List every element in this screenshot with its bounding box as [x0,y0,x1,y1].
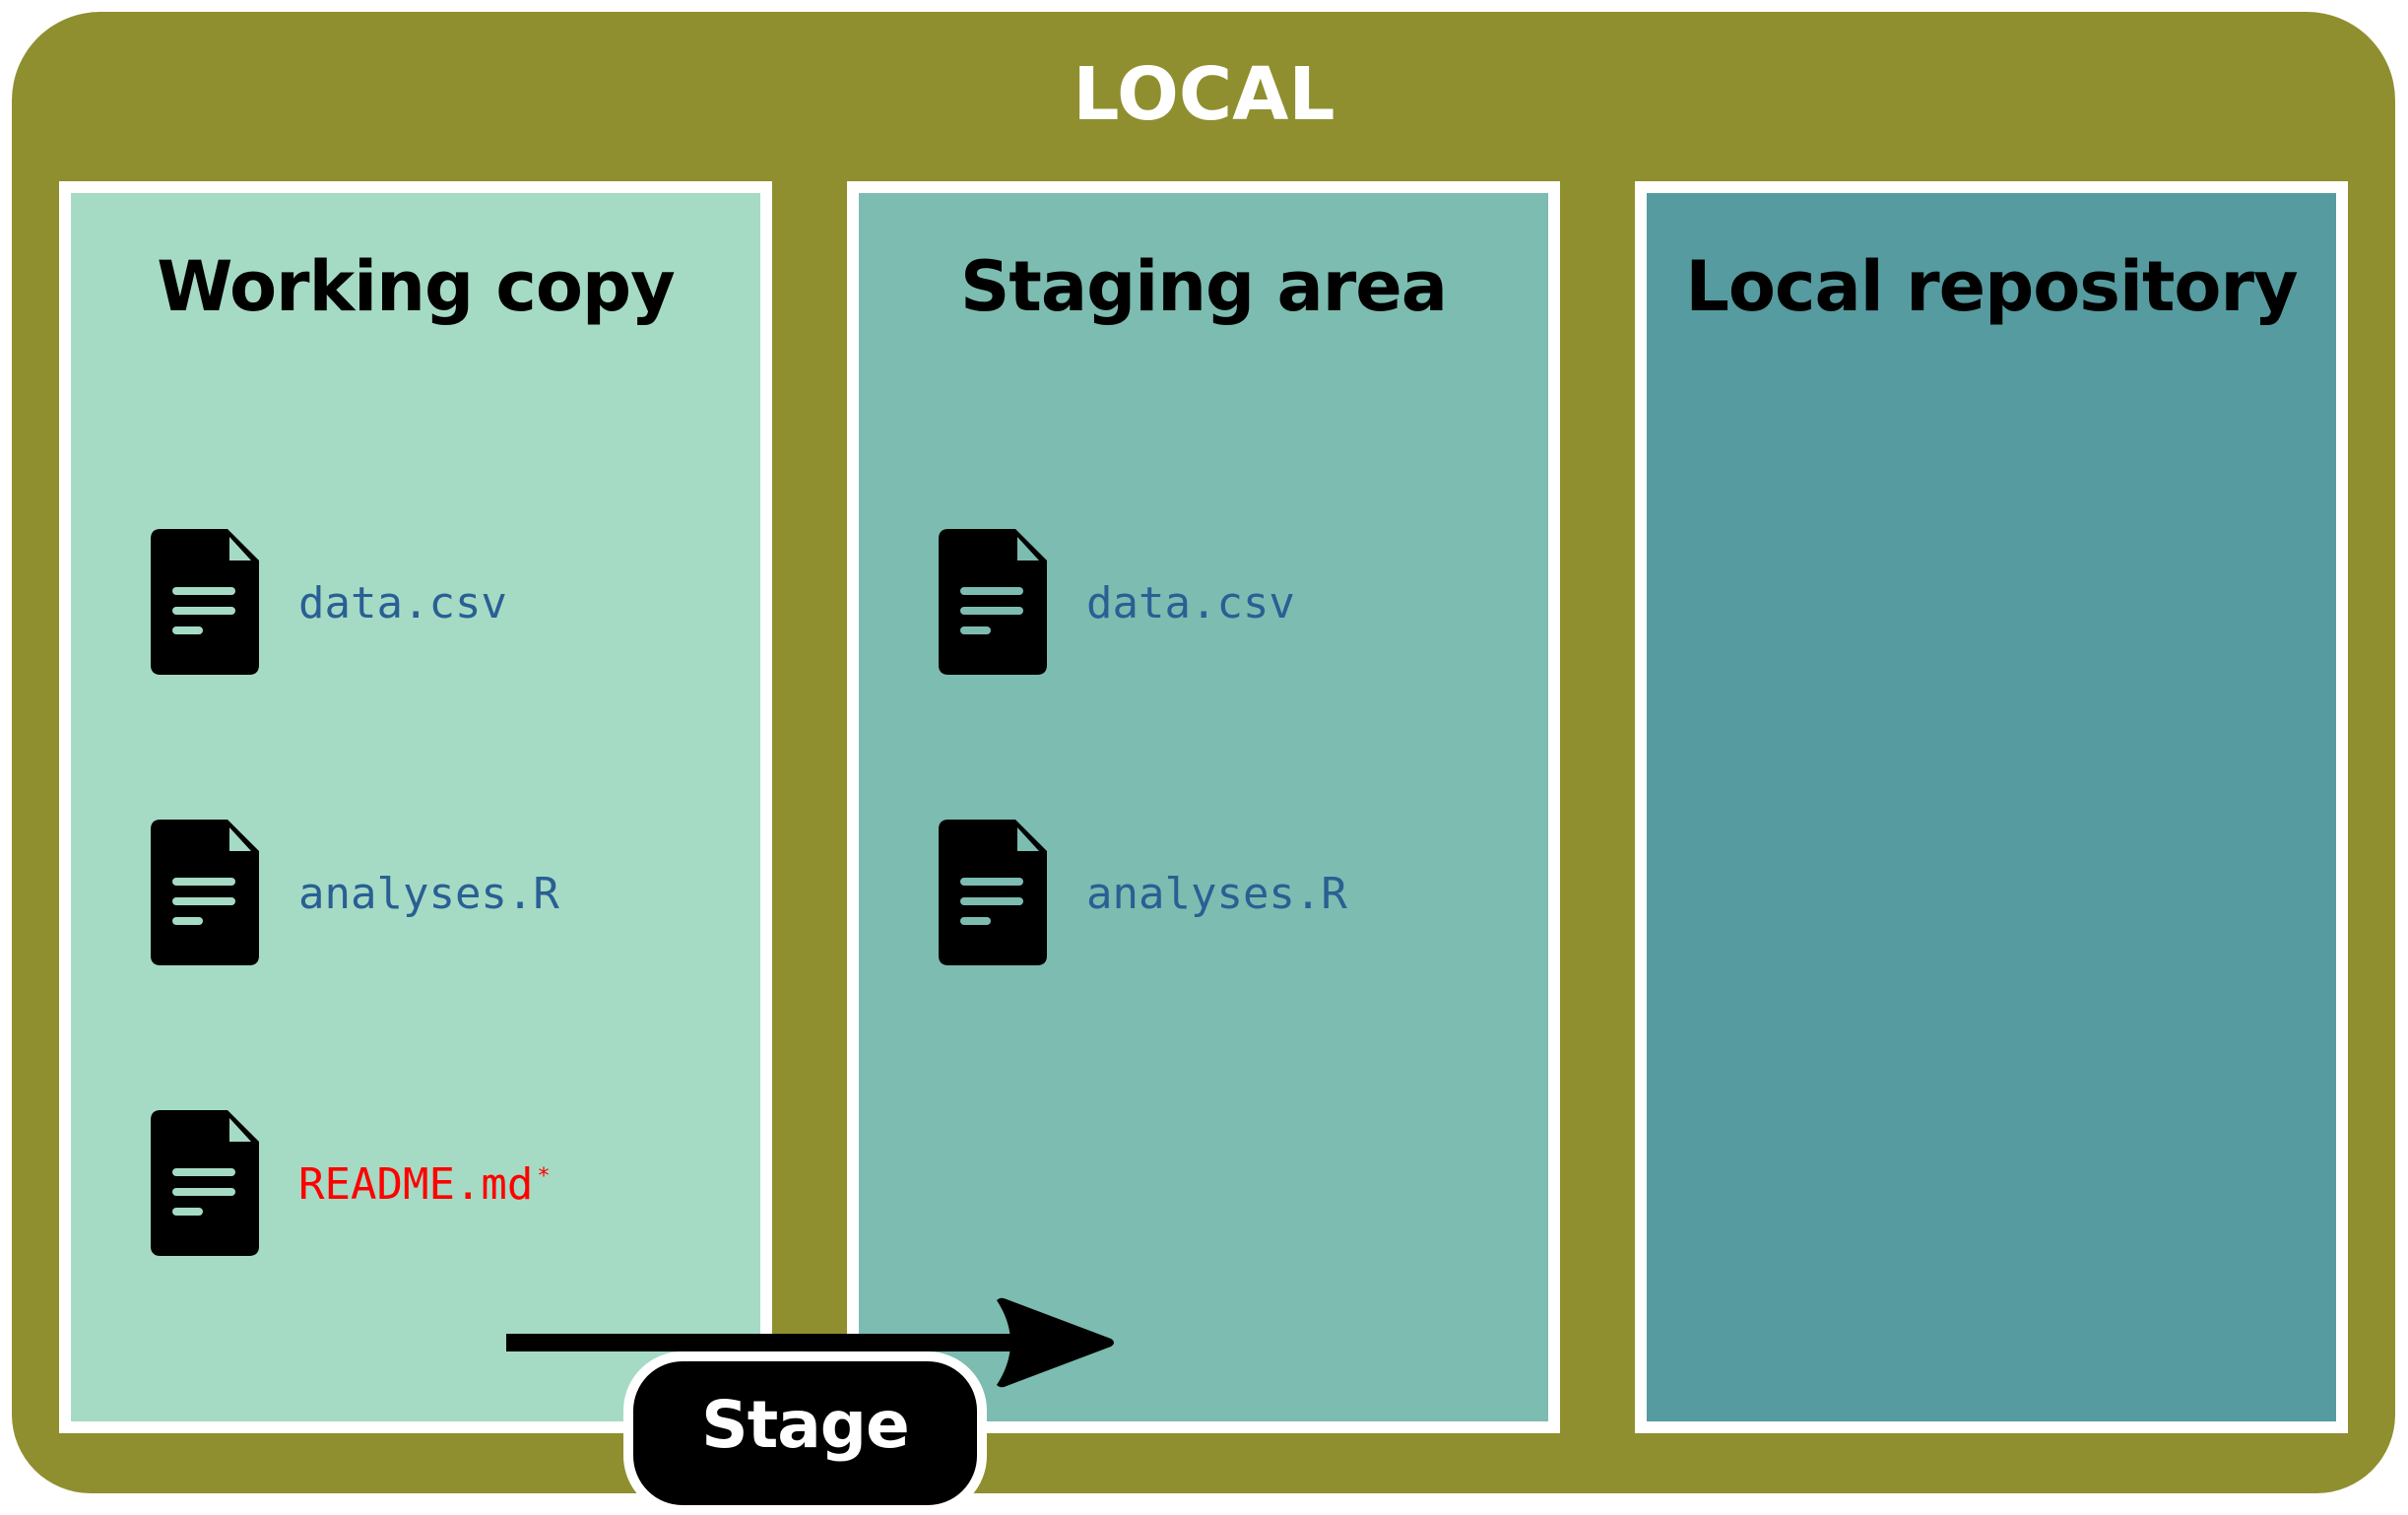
panel-working-copy: Working copy data.csv analyses.R RE [59,181,772,1433]
local-title: LOCAL [1073,52,1335,137]
panel-title: Working copy [157,246,676,327]
modified-marker: * [537,1164,551,1189]
file-item[interactable]: analyses.R [939,820,1549,965]
file-document-icon [151,1110,259,1256]
file-document-icon [939,820,1047,965]
file-item-modified[interactable]: README.md* [151,1110,761,1256]
file-name: data.csv [298,578,507,628]
file-name-text: README.md [298,1159,534,1210]
file-item[interactable]: analyses.R [151,820,761,965]
panel-staging-area: Staging area data.csv analyses.R [847,181,1560,1433]
file-item[interactable]: data.csv [151,529,761,675]
file-document-icon [939,529,1047,675]
stage-button[interactable]: Stage [623,1351,987,1515]
file-name: data.csv [1086,578,1295,628]
file-name: analyses.R [298,869,559,919]
file-name-modified: README.md* [298,1155,551,1215]
file-document-icon [151,820,259,965]
panel-title: Staging area [960,246,1448,327]
file-name: analyses.R [1086,869,1347,919]
panel-title: Local repository [1685,246,2298,327]
file-item[interactable]: data.csv [939,529,1549,675]
panel-local-repository: Local repository [1635,181,2348,1433]
file-document-icon [151,529,259,675]
